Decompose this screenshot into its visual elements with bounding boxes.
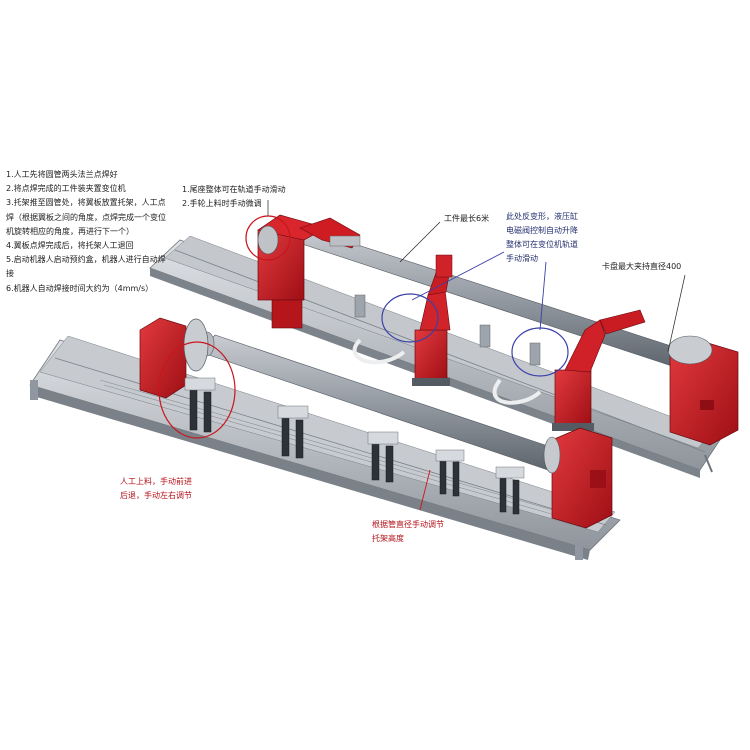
note-workpiece-length: 工件最长6米 (444, 214, 490, 223)
step-3: 3.托架推至圆管处，将翼板放置托架，人工点焊（根据翼板之间的角度，点焊完成一个变… (6, 198, 166, 236)
note-deformation-line-2: 电磁阀控制自动升降 (506, 226, 578, 235)
front-right-positioner (543, 427, 613, 529)
step-1: 1.人工先将圆管两头法兰点焊好 (6, 170, 118, 179)
callout-circle-manual-loading (158, 341, 236, 439)
back-support-brackets (354, 294, 541, 366)
leader-workpiece-length (399, 221, 441, 263)
white-hose (352, 338, 406, 365)
note-bracket-height: 根据管直径手动调节 托架高度 (372, 518, 444, 546)
note-tailstock-line-2: 2.手轮上料时手动微调 (182, 199, 262, 208)
leader-deformation-1 (411, 251, 505, 301)
leader-deformation-2 (539, 261, 547, 331)
front-bracket-heads (184, 377, 525, 479)
back-right-positioner (667, 335, 739, 446)
leader-chuck (667, 274, 686, 353)
note-tailstock-line-1: 1.尾座整体可在轨道手动滑动 (182, 185, 286, 194)
step-4: 4.翼板点焊完成后，将托架人工退回 (6, 241, 134, 251)
note-chuck: 卡盘最大夹持直径400 (602, 262, 682, 271)
step-5: 5.启动机器人启动预约盒，机器人进行自动焊接 (6, 255, 166, 279)
note-deformation: 此处反变形，液压缸 电磁阀控制自动升降 整体可在变位机轨道 手动滑动 (506, 210, 578, 266)
note-deformation-line-1: 此处反变形，液压缸 (506, 212, 578, 221)
process-steps: 1.人工先将圆管两头法兰点焊好 2.将点焊完成的工件装夹置变位机 3.托架推至圆… (6, 168, 166, 296)
leader-bracket-height (419, 469, 431, 511)
note-bracket-height-line-1: 根据管直径手动调节 (372, 520, 444, 529)
note-deformation-line-3: 整体可在变位机轨道 (506, 240, 578, 249)
note-bracket-height-line-2: 托架高度 (372, 534, 404, 543)
white-hose-2 (492, 378, 542, 405)
step-6: 6.机器人自动焊接时间大约为（4mm/s） (6, 283, 154, 293)
note-manual-loading: 人工上料，手动前进 后退，手动左右调节 (120, 475, 192, 503)
note-manual-loading-line-2: 后退，手动左右调节 (120, 491, 192, 500)
note-manual-loading-line-1: 人工上料，手动前进 (120, 477, 192, 486)
note-deformation-line-4: 手动滑动 (506, 254, 538, 263)
callout-circle-deformation-left (381, 293, 439, 343)
middle-robot (412, 254, 453, 386)
right-robot (552, 309, 646, 431)
step-2: 2.将点焊完成的工件装夹置变位机 (6, 184, 126, 194)
back-left-robot (257, 214, 361, 329)
note-tailstock: 1.尾座整体可在轨道手动滑动 2.手轮上料时手动微调 (182, 183, 286, 211)
